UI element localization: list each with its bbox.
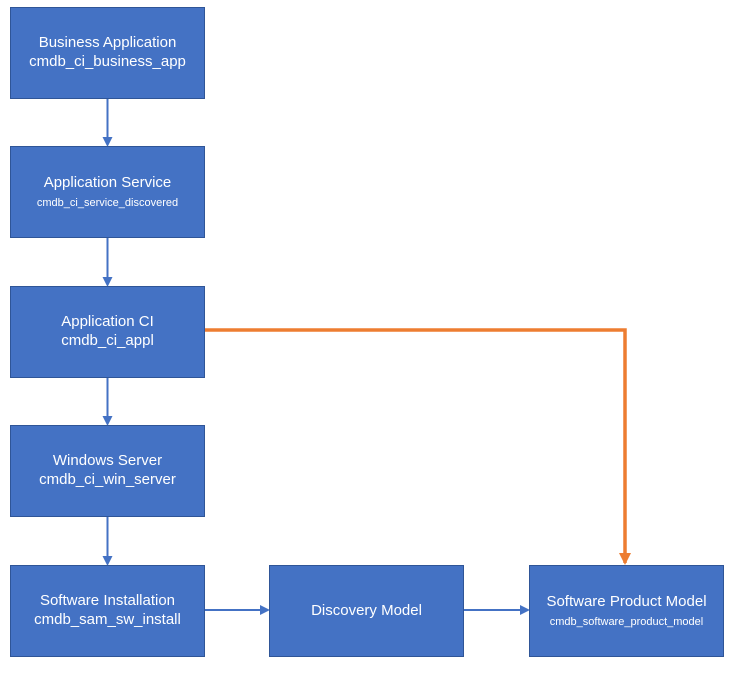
node-software-installation[interactable]: Software Installation cmdb_sam_sw_instal… [10, 565, 205, 657]
node-title: Discovery Model [311, 601, 422, 619]
node-table-name: cmdb_ci_appl [61, 332, 154, 349]
node-table-name: cmdb_software_product_model [549, 615, 704, 628]
node-title: Business Application [38, 34, 177, 52]
node-business-application[interactable]: Business Application cmdb_ci_business_ap… [10, 7, 205, 99]
node-table-name: cmdb_sam_sw_install [34, 611, 181, 628]
node-discovery-model[interactable]: Discovery Model [269, 565, 464, 657]
node-table-name: cmdb_ci_business_app [29, 53, 186, 70]
node-title: Windows Server [52, 452, 163, 470]
node-title: Application Service [43, 173, 172, 191]
node-title: Software Product Model [546, 592, 707, 610]
node-windows-server[interactable]: Windows Server cmdb_ci_win_server [10, 425, 205, 517]
node-application-service[interactable]: Application Service cmdb_ci_service_disc… [10, 146, 205, 238]
arrow-appci-to-swproduct [205, 328, 631, 565]
node-table-name: cmdb_ci_win_server [39, 471, 176, 488]
node-title: Software Installation [39, 592, 176, 610]
node-application-ci[interactable]: Application CI cmdb_ci_appl [10, 286, 205, 378]
node-software-product-model[interactable]: Software Product Model cmdb_software_pro… [529, 565, 724, 657]
node-table-name: cmdb_ci_service_discovered [36, 196, 179, 209]
node-title: Application CI [61, 313, 154, 331]
